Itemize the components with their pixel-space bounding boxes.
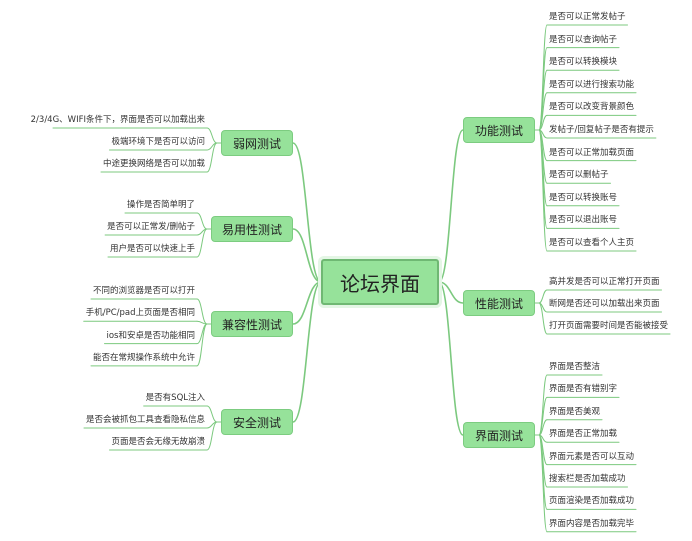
root-node[interactable]: 论坛界面 (321, 259, 439, 305)
leaf-item[interactable]: 是否可以正常加载页面 (549, 147, 635, 158)
branch-performance-test[interactable]: 性能测试 (463, 290, 535, 316)
connector-line (292, 281, 322, 325)
branch-interface-test[interactable]: 界面测试 (463, 422, 535, 448)
connector-line (206, 405, 218, 423)
leaf-item[interactable]: 是否可以转换账号 (549, 192, 618, 203)
leaf-item[interactable]: 2/3/4G、WIFI条件下，界面是否可以加载出来 (30, 115, 205, 125)
connector-line (196, 323, 208, 367)
connector-line (438, 281, 464, 436)
connector-line (206, 421, 218, 451)
leaf-item[interactable]: 手机/PC/pad上页面是否相同 (85, 308, 195, 319)
branch-usability-test[interactable]: 易用性测试 (211, 216, 293, 242)
branch-weak-network-test[interactable]: 弱网测试 (221, 130, 293, 156)
leaf-item[interactable]: 界面是否整洁 (549, 362, 601, 372)
connector-line (292, 142, 322, 283)
connector-line (538, 396, 548, 436)
connector-line (538, 129, 548, 252)
leaf-item[interactable]: 是否可以正常发/删帖子 (107, 222, 195, 232)
leaf-item[interactable]: 页面是否会无缘无故崩溃 (111, 437, 205, 447)
leaf-item[interactable]: 中途更换网络是否可以加载 (102, 159, 205, 169)
leaf-item[interactable]: 是否可以进行搜索功能 (549, 79, 635, 90)
leaf-item[interactable]: 页面渲染是否加载成功 (549, 496, 635, 507)
leaf-item[interactable]: 打开页面需要时间是否能被接受 (549, 321, 669, 331)
leaf-item[interactable]: 极端环境下是否可以访问 (111, 137, 205, 147)
leaf-item[interactable]: 是否会被抓包工具查看隐私信息 (85, 415, 205, 425)
branch-security-test[interactable]: 安全测试 (221, 409, 293, 435)
connector-line (538, 92, 548, 131)
leaf-item[interactable]: 是否可以退出账号 (549, 215, 618, 226)
leaf-item[interactable]: ios和安卓是否功能相同 (106, 330, 196, 341)
leaf-item[interactable]: 操作是否简单明了 (126, 200, 195, 210)
connector-line (438, 281, 464, 304)
leaf-item[interactable]: 搜索栏是否加载成功 (549, 474, 626, 484)
connector-line (196, 228, 208, 258)
leaf-item[interactable]: 界面是否美观 (549, 406, 601, 417)
leaf-item[interactable]: 不同的浏览器是否可以打开 (92, 286, 195, 296)
branch-functional-test[interactable]: 功能测试 (463, 117, 535, 143)
leaf-item[interactable]: 是否可以转换模块 (549, 57, 618, 68)
leaf-item[interactable]: 是否可以查看个人主页 (549, 238, 635, 248)
connector-line (206, 127, 218, 144)
connector-line (538, 289, 548, 304)
connector-line (438, 129, 464, 283)
leaf-item[interactable]: 界面是否有错别字 (549, 384, 618, 395)
leaf-item[interactable]: 界面内容是否加载完毕 (549, 518, 635, 529)
connector-line (292, 281, 322, 423)
leaf-item[interactable]: 用户是否可以快速上手 (109, 244, 195, 254)
connector-line (196, 212, 208, 230)
leaf-item[interactable]: 发帖子/回复帖子是否有提示 (549, 125, 654, 135)
leaf-item[interactable]: 是否可以改变背景颜色 (549, 102, 635, 113)
leaf-item[interactable]: 高并发是否可以正常打开页面 (549, 277, 660, 287)
leaf-item[interactable]: 界面元素是否可以互动 (549, 451, 635, 462)
connector-line (538, 47, 548, 131)
connector-line (292, 228, 322, 283)
branch-compatibility-test[interactable]: 兼容性测试 (211, 311, 293, 337)
leaf-item[interactable]: 断网是否还可以加载出来页面 (549, 299, 660, 309)
leaf-item[interactable]: 是否有SQL注入 (145, 393, 205, 403)
leaf-item[interactable]: 是否可以查询帖子 (549, 34, 618, 45)
connector-line (538, 302, 548, 335)
connector-line (538, 434, 548, 533)
connector-line (538, 114, 548, 131)
connector-line (206, 142, 218, 173)
leaf-item[interactable]: 能否在常规操作系统中允许 (92, 352, 195, 363)
leaf-item[interactable]: 界面是否正常加载 (549, 429, 618, 440)
leaf-item[interactable]: 是否可以正常发帖子 (549, 12, 626, 22)
connector-line (538, 419, 548, 436)
leaf-item[interactable]: 是否可以删帖子 (549, 170, 609, 181)
connector-line (196, 298, 208, 325)
